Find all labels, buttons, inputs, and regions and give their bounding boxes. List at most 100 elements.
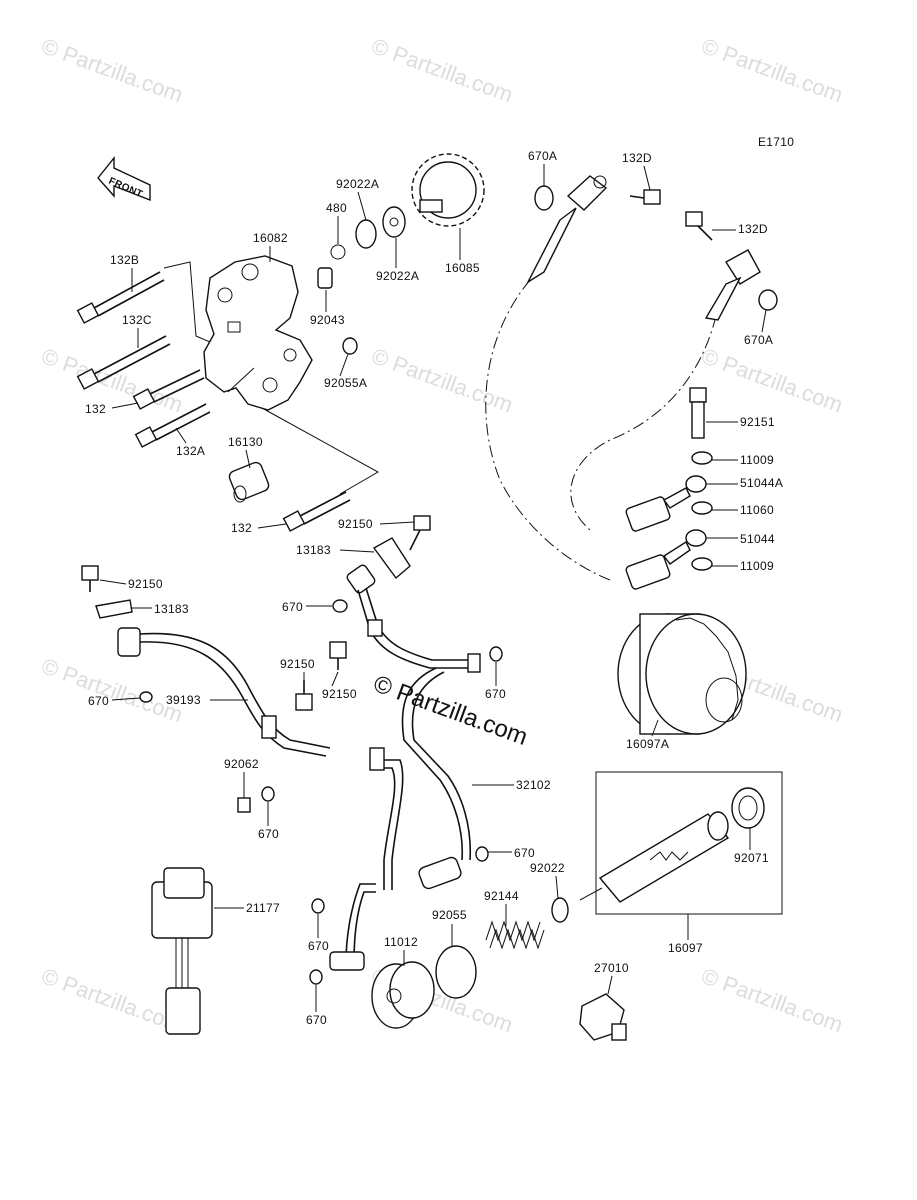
pipe-lower-main (329, 747, 404, 971)
washer-92022 (551, 897, 569, 923)
label-92022A-bottom: 92022A (376, 269, 419, 283)
relay-21177 (151, 867, 213, 1035)
oring-670-c (489, 646, 503, 662)
watermark: © Partzilla.com (38, 963, 186, 1037)
watermark: © Partzilla.com (698, 33, 846, 107)
label-132C: 132C (122, 313, 152, 327)
label-670-e: 670 (514, 846, 535, 860)
hose-path-a (485, 279, 611, 581)
label-480: 480 (326, 201, 347, 215)
label-92055: 92055 (432, 908, 467, 922)
oil-filter-16097A (617, 613, 747, 735)
watermark: © Partzilla.com (698, 343, 846, 417)
label-51044A: 51044A (740, 476, 783, 490)
pin-92043 (317, 267, 333, 289)
label-132: 132 (85, 402, 106, 416)
leader-16130 (245, 449, 251, 469)
label-16085: 16085 (445, 261, 480, 275)
label-27010: 27010 (594, 961, 629, 975)
label-132-lower: 132 (231, 521, 252, 535)
label-16130: 16130 (228, 435, 263, 449)
fitting-right (704, 249, 761, 321)
bolt-132A (134, 403, 211, 448)
oring-670-a (332, 599, 348, 613)
label-11009-b: 11009 (740, 559, 774, 573)
leader-132D-top (643, 165, 651, 191)
bolt-92150-a-shank (409, 529, 421, 551)
label-92150-c: 92150 (280, 657, 315, 671)
banjo-51044A (625, 475, 707, 532)
label-92043: 92043 (310, 313, 345, 327)
leader-670A-right (761, 309, 767, 333)
bolt-132D-top-shank (629, 195, 645, 199)
label-16097: 16097 (668, 941, 703, 955)
leader-13183-a (339, 549, 375, 553)
oring-670A-top (534, 185, 554, 211)
label-92150-d: 92150 (322, 687, 357, 701)
pipe-32102 (401, 667, 472, 890)
bolt-92150-b (81, 565, 99, 581)
center-watermark: © Partzilla.com (370, 670, 531, 751)
diagram-code: E1710 (758, 135, 794, 149)
bolt-132D-top (643, 189, 661, 205)
label-670-g: 670 (306, 1013, 327, 1027)
banjo-51044 (625, 529, 707, 590)
washer-11009-a (691, 451, 713, 465)
watermark: © Partzilla.com (698, 963, 846, 1037)
washer-hole (389, 217, 399, 227)
watermark: © Partzilla.com (38, 33, 186, 107)
oring-670-b (139, 691, 153, 703)
label-132A: 132A (176, 444, 205, 458)
bolt-92151 (689, 387, 707, 439)
leader-132A (175, 427, 187, 444)
washer-11009-b (691, 557, 713, 571)
filter-16097-box (579, 771, 783, 915)
pipe-upper-middle (346, 564, 481, 673)
label-92022A-top: 92022A (336, 177, 379, 191)
bolt-132-lower (282, 491, 351, 532)
label-92150-a: 92150 (338, 517, 373, 531)
label-16097A: 16097A (626, 737, 669, 751)
label-670A-top: 670A (528, 149, 557, 163)
label-92151: 92151 (740, 415, 775, 429)
leader-132-lower (257, 523, 287, 529)
bolt-132D-right-shank (697, 225, 713, 241)
part-16130 (228, 461, 270, 503)
ref-line-c (261, 407, 380, 495)
cap-11012 (371, 961, 435, 1029)
label-670-d: 670 (258, 827, 279, 841)
label-132D-top: 132D (622, 151, 652, 165)
label-32102: 32102 (516, 778, 551, 792)
label-92062: 92062 (224, 757, 259, 771)
label-11060: 11060 (740, 503, 774, 517)
front-arrow: FRONT (97, 156, 151, 202)
hose-path-b (570, 315, 717, 531)
leader-92022 (555, 875, 559, 899)
label-670-b: 670 (88, 694, 109, 708)
watermark: © Partzilla.com (38, 653, 186, 727)
oring-670-e (475, 846, 489, 862)
bolt-132D-right (685, 211, 703, 227)
label-51044: 51044 (740, 532, 775, 546)
label-13183-b: 13183 (154, 602, 189, 616)
leader-132 (111, 402, 139, 409)
bolt-132C (76, 335, 171, 390)
bolt-92150-c (329, 641, 347, 659)
oring-670-f (311, 898, 325, 914)
label-92150-b: 92150 (128, 577, 163, 591)
ref-line-a (163, 261, 211, 343)
bolt-92150-a (413, 515, 431, 531)
label-670-c: 670 (485, 687, 506, 701)
spring-92144 (485, 920, 545, 950)
clip-480 (330, 244, 346, 260)
label-11009-a: 11009 (740, 453, 774, 467)
bolt-92150-d (295, 693, 313, 711)
leader-92022A-top (357, 191, 367, 221)
oil-pump-body (203, 255, 313, 411)
leader-92150-a (379, 521, 415, 525)
washer-92022A-b (382, 206, 406, 238)
ref-line-b (227, 367, 255, 393)
label-13183-a: 13183 (296, 543, 331, 557)
plate-13183-b (95, 599, 133, 619)
